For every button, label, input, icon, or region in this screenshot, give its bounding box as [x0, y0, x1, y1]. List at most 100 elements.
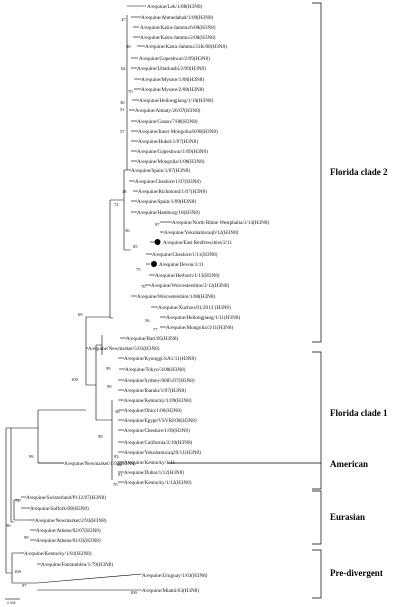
bootstrap-label: 97: [22, 583, 27, 588]
branch-florida: [85, 316, 110, 386]
taxon-leaves: A/equine/Leh/1/08(H3N8) A/equine/Ahmedab…: [20, 3, 269, 594]
tree-branches: [5, 15, 131, 584]
taxon-label: A/equine/Cheshire/1/07(H3N8): [135, 178, 201, 185]
leaf-branch: [36, 573, 143, 584]
taxon-label: A/equine/North Rhine Westphalia/1/14(H3N…: [172, 219, 269, 226]
branch-eurasian: [13, 499, 30, 521]
bootstrap-label: 91: [118, 472, 123, 477]
bootstrap-label: 47: [121, 17, 126, 22]
taxon-label: A/equine/Katra-Jammu/2/08(H3N8): [140, 34, 216, 41]
taxon-label: A/equine/Cheshire/1/11(H3N8): [152, 251, 218, 258]
taxon-label: A/equine/Kyonggi/SA1/11(H3N8): [124, 355, 196, 362]
bootstrap-label: 97: [155, 222, 160, 227]
taxon-label: A/equine/Cheshire/1/09(H3N8): [124, 427, 190, 434]
bootstrap-label: 57: [120, 129, 125, 134]
clade-labels: Florida clade 2 Florida clade 1 American…: [330, 167, 388, 578]
taxon-label: A/equine/Spain/1/07(H3N8): [131, 167, 190, 174]
taxon-label: A/equine/Athens/02/07(H3N8): [36, 527, 101, 534]
bootstrap-label: 100: [71, 377, 79, 382]
taxon-label: A/equine/Uttarkashi/2/09(H3N8): [137, 65, 206, 72]
taxon-label: A/equine/Newmarket/1/93(H3N8): [64, 460, 136, 467]
taxon-label: A/equine/Almaty/26/07(H3N8): [135, 107, 201, 114]
bootstrap-label: 70: [128, 89, 133, 94]
taxon-label: A/equine/Gopeshwar/1/09(H3N8): [137, 148, 208, 155]
taxon-label: A/equine/Tokyo/3/08(H3N8): [125, 366, 186, 373]
taxon-label: A/equine/Heilongjiang/1/10(H3N8): [139, 97, 214, 104]
taxon-label: A/equine/Fontainbleu/1/79(H3N8): [41, 561, 113, 568]
bootstrap-label: 100: [14, 569, 22, 574]
taxon-label: A/equine/Uruguay/1/63(H3N8): [142, 572, 208, 579]
taxon-label: A/equine/Kentucky/1/09(H3N8): [124, 397, 192, 404]
bootstrap-label: 99: [24, 535, 29, 540]
branch-ingroup-split: [37, 409, 86, 464]
clade-bracket-fc1: [312, 351, 322, 490]
bootstrap-label: 64: [121, 66, 126, 71]
taxon-label: A/equine/Hamburg/10(H3N8): [137, 209, 200, 216]
taxon-label: A/equine/Gopeshwar/2/09(H3N8): [139, 55, 210, 62]
bootstrap-label: 72: [15, 498, 20, 503]
taxon-label: A/equine/Dubai/1/12(H3N8): [124, 469, 184, 476]
taxon-label: A/equine/Hubei/1/07(H3N8): [138, 138, 198, 145]
taxon-label: A/equine/Newmarket/2/93(H3N8): [35, 517, 107, 524]
scale-bar: 0.005: [5, 598, 20, 605]
taxon-label: A/equine/Worcestershire/1/08(H3N8): [137, 293, 216, 300]
highlight-dot: [151, 261, 157, 267]
taxon-label: A/equine/California/2/10(H3N8): [124, 439, 193, 446]
bootstrap-label: 51: [120, 107, 125, 112]
clade-bracket-predivergent: [312, 549, 322, 599]
taxon-label: A/equine/Mongolia/3/11(H3N8): [166, 324, 234, 331]
taxon-label: A/equine/Mongolia/1/08(H3N8): [137, 158, 205, 165]
taxon-label: A/equine/Worcestershire/2/12(H3N8): [151, 282, 230, 289]
taxon-label: A/equine/Devon/1/11: [159, 262, 204, 268]
bootstrap-label: 77: [153, 327, 158, 332]
bootstrap-label: 85: [133, 244, 138, 249]
taxon-label: A/equine/Yokohama/aq29/11(H3N8): [124, 449, 201, 456]
branch-fc2: [109, 199, 124, 319]
taxon-label: A/equine/Newmarket/5/03(H3N8): [88, 345, 160, 352]
taxon-label: A/equine/Athens/01/03(H3N8): [36, 537, 101, 544]
branch-fc1: [95, 344, 112, 421]
bootstrap-label: 99: [107, 384, 112, 389]
clade-brackets: [168, 2, 322, 599]
clade-label-florida-1: Florida clade 1: [330, 408, 388, 418]
clade-label-predivergent: Pre-divergent: [330, 568, 383, 578]
clade-label-eurasian: Eurasian: [330, 512, 365, 522]
taxon-label: A/equine/Richmond/1/07(H3N8): [138, 188, 207, 195]
clade-bracket-eurasian: [312, 490, 322, 545]
clade-label-american: American: [330, 459, 368, 469]
bootstrap-label: 100: [130, 590, 138, 595]
bootstrap-label: 36: [115, 409, 120, 414]
bootstrap-label: 75: [136, 267, 141, 272]
taxon-label: A/equine/Inner Mongolia/8/08(H3N8): [138, 128, 218, 135]
bootstrap-label: 96: [6, 523, 11, 528]
bootstrap-label: 56: [145, 318, 150, 323]
taxon-label: A/equine/Katra-Jammu/6/08(H3N8): [140, 24, 216, 31]
bootstrap-label: 69: [78, 312, 83, 317]
bootstrap-label: 72: [114, 202, 119, 207]
taxon-label: A/equine/Kentucky/1/11: [124, 460, 176, 466]
bootstrap-label: 99: [98, 434, 103, 439]
taxon-label: A/equine/Leh/1/08(H3N8): [147, 3, 203, 10]
bootstrap-label: 99: [29, 454, 34, 459]
bootstrap-label: 48: [122, 189, 127, 194]
clade-bracket-fc2: [312, 2, 322, 343]
branch-fc1-a: [101, 335, 113, 480]
taxon-label: A/equine/Gansu/7/08(H3N8): [137, 118, 198, 125]
bootstrap-label: 99: [106, 366, 111, 371]
branch-ingroup: [10, 427, 38, 523]
bootstrap-label: 70: [113, 482, 118, 487]
scale-bar-label: 0.005: [7, 601, 16, 605]
bootstrap-label: 70: [141, 284, 146, 289]
taxon-label: A/equine/Ahmedabad/1/09(H3N8): [141, 14, 214, 21]
taxon-label: A/equine/Heilongjiang/1/11(H3N8): [166, 314, 240, 321]
taxon-label: A/equine/Mysore/1/08(H3N8): [141, 76, 204, 83]
taxon-label: A/equine/Bari/05(H3N8): [126, 335, 178, 342]
bootstrap-label: 83: [114, 454, 119, 459]
taxon-label: A/equine/Ibaraki/1/07(H3N8): [124, 387, 186, 394]
taxon-label: A/equine/Kentucky/1/81(H3N8): [24, 550, 92, 557]
taxon-label: A/equine/Ohio/1/08(H3N8): [124, 407, 182, 414]
taxon-label: A/equine/Egypt/VSVRI/08(H3N8): [124, 417, 197, 424]
taxon-label: A/equine/Yokohama/aq6/12(H3N8): [164, 229, 239, 236]
taxon-label: A/equine/Miami/63(H3N8): [142, 587, 199, 594]
